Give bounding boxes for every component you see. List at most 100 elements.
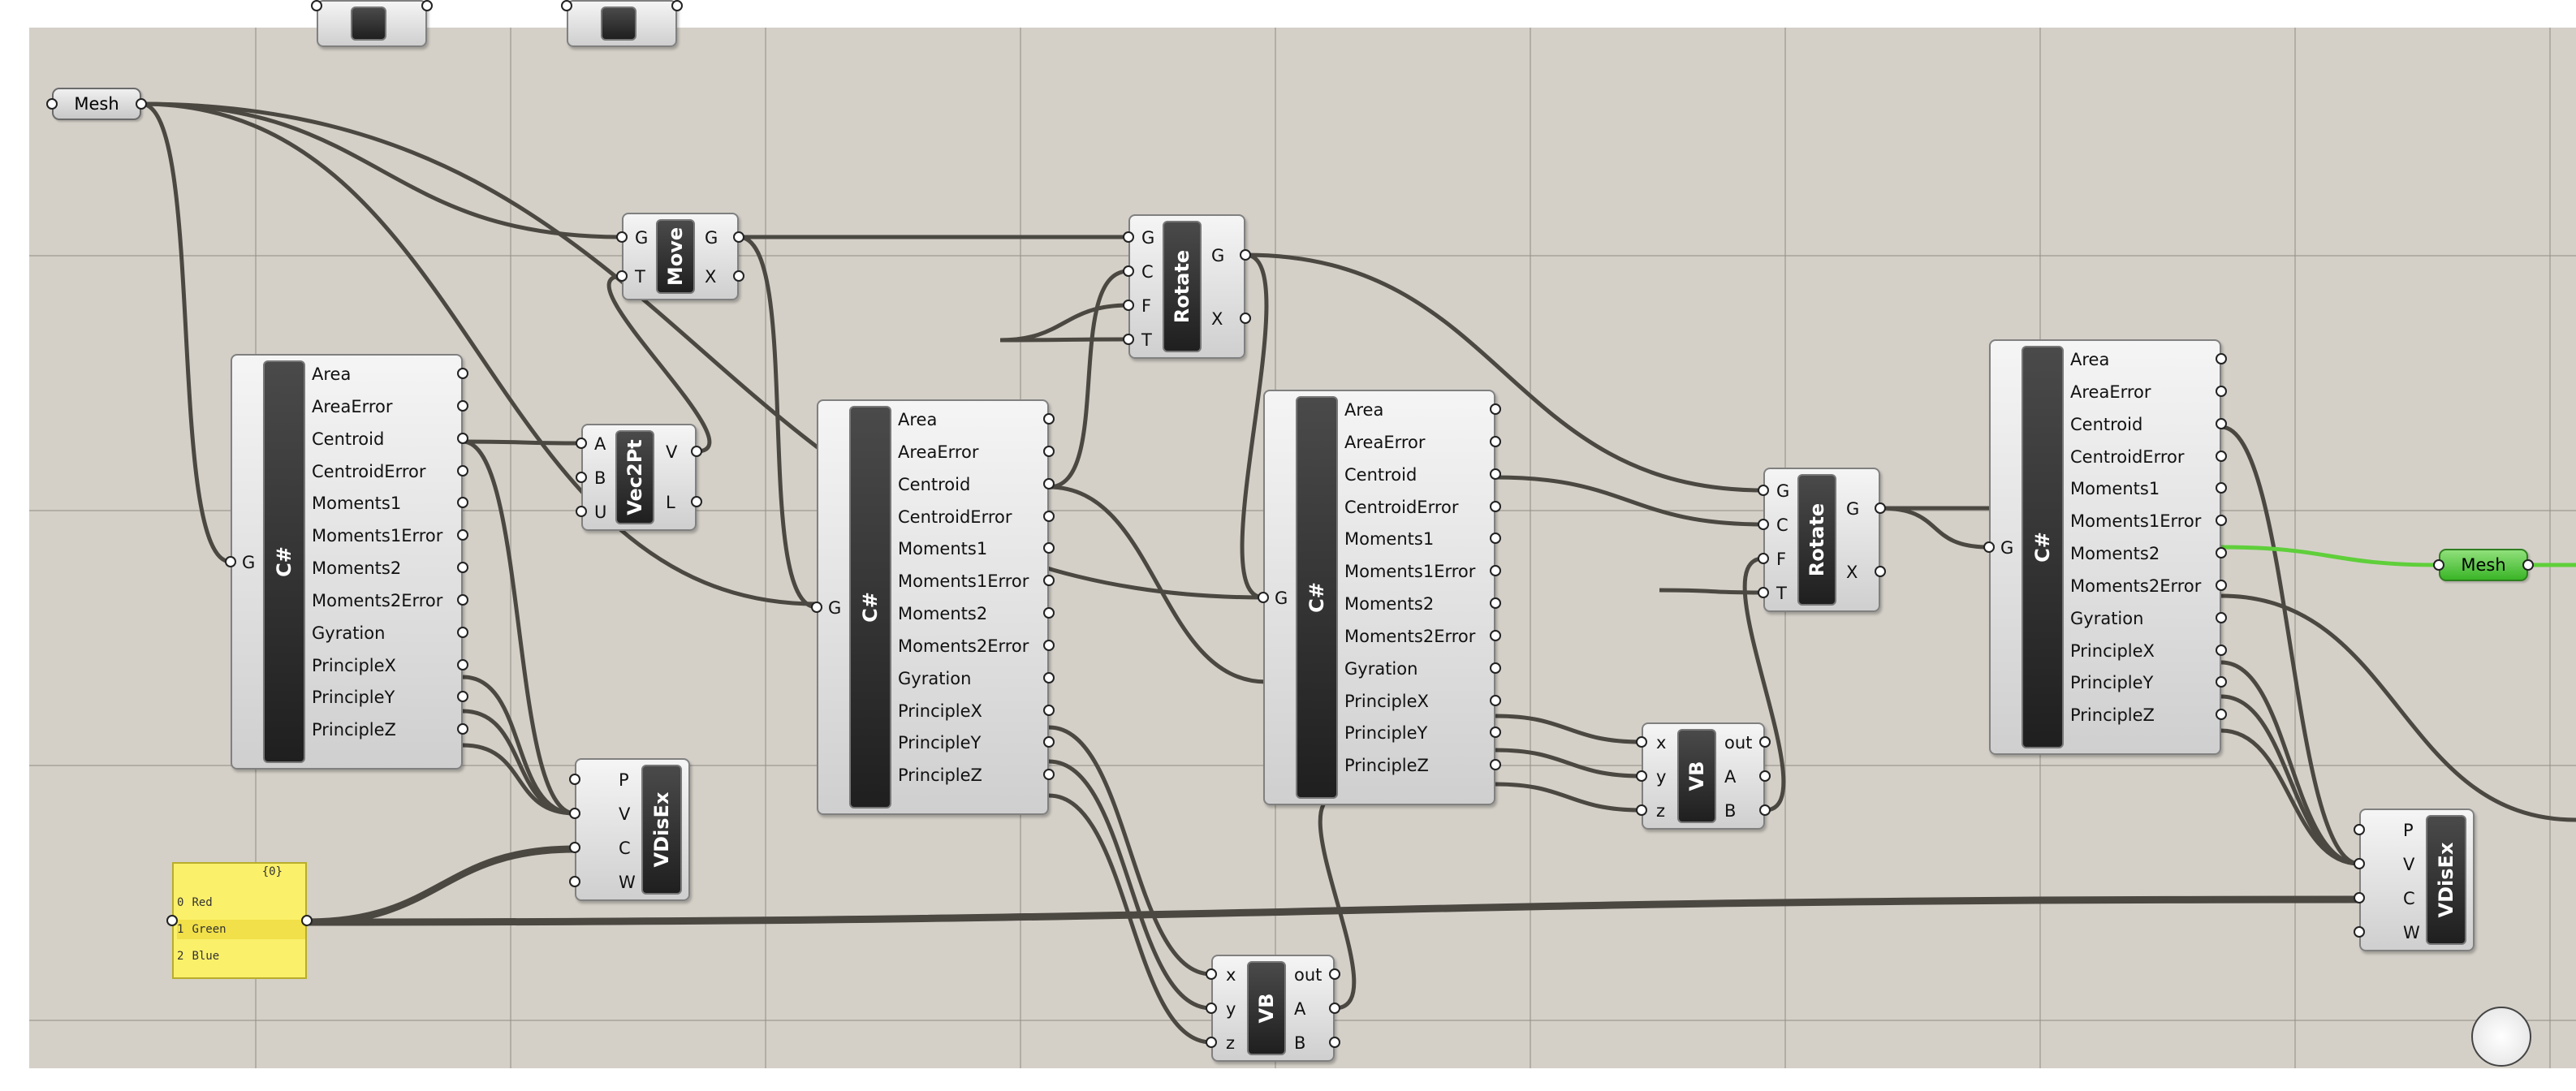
csharp-2-output-grip[interactable]: [1043, 510, 1055, 522]
csharp-3-output-grip[interactable]: [1490, 727, 1501, 739]
csharp-4-output-grip[interactable]: [2216, 611, 2227, 623]
csharp-1-output-grip[interactable]: [457, 399, 468, 412]
vdisex-component-1-input-grip[interactable]: [569, 842, 580, 853]
expression-x-output-grip[interactable]: [421, 0, 433, 11]
csharp-3-output-grip[interactable]: [1490, 468, 1501, 480]
csharp-2-output-grip[interactable]: [1043, 736, 1055, 748]
vec2pt-component-input-grip[interactable]: [576, 438, 587, 449]
csharp-3-output-grip[interactable]: [1490, 403, 1501, 415]
csharp-2-output-grip[interactable]: [1043, 477, 1055, 489]
vec2pt-component-input-grip[interactable]: [576, 506, 587, 517]
csharp-4-output-grip[interactable]: [2216, 417, 2227, 429]
expression-x[interactable]: [317, 0, 427, 47]
vdisex-component-1-input-grip[interactable]: [569, 876, 580, 887]
move-component-output-grip[interactable]: [733, 270, 744, 282]
csharp-2-input-grip[interactable]: [811, 602, 822, 613]
move-component-input-grip[interactable]: [616, 231, 628, 243]
mesh-param-input[interactable]: Mesh: [52, 88, 141, 120]
mesh-param-input-output-grip[interactable]: [136, 98, 147, 110]
vb-component-1-output-grip[interactable]: [1759, 736, 1771, 748]
csharp-4-output-grip[interactable]: [2216, 482, 2227, 494]
panel-output-grip[interactable]: [301, 915, 313, 926]
expression-x-input-grip[interactable]: [311, 0, 322, 11]
expression-y[interactable]: [567, 0, 677, 47]
csharp-4-output-grip[interactable]: [2216, 547, 2227, 558]
rotate-component-1-input-grip[interactable]: [1123, 334, 1134, 345]
rotate-component-2-output-grip[interactable]: [1875, 566, 1886, 577]
csharp-4-output-grip[interactable]: [2216, 385, 2227, 397]
move-component-output-grip[interactable]: [733, 231, 744, 243]
panel-input-grip[interactable]: [166, 915, 178, 926]
vb-component-2-output-grip[interactable]: [1329, 968, 1340, 980]
csharp-3-output-grip[interactable]: [1490, 759, 1501, 771]
csharp-2-output-grip[interactable]: [1043, 671, 1055, 683]
csharp-3-output-grip[interactable]: [1490, 694, 1501, 706]
csharp-4-output-grip[interactable]: [2216, 709, 2227, 721]
vb-component-1-input-grip[interactable]: [1636, 804, 1647, 816]
csharp-1-output-grip[interactable]: [457, 562, 468, 573]
vb-component-2-input-grip[interactable]: [1206, 968, 1217, 980]
vb-component-2-input-grip[interactable]: [1206, 1037, 1217, 1048]
csharp-4-input-grip[interactable]: [1983, 541, 1995, 553]
csharp-3-output-grip[interactable]: [1490, 435, 1501, 447]
rotate-component-2-input-grip[interactable]: [1758, 587, 1769, 598]
vdisex-component-1-input-grip[interactable]: [569, 774, 580, 785]
csharp-3-output-grip[interactable]: [1490, 533, 1501, 545]
vb-component-2-output-grip[interactable]: [1329, 1037, 1340, 1048]
vdisex-component-1-input-grip[interactable]: [569, 808, 580, 819]
csharp-3-output-grip[interactable]: [1490, 597, 1501, 609]
csharp-1-output-grip[interactable]: [457, 464, 468, 477]
csharp-2-output-grip[interactable]: [1043, 607, 1055, 619]
vec2pt-component-input-grip[interactable]: [576, 472, 587, 483]
csharp-2-output-grip[interactable]: [1043, 575, 1055, 587]
mesh-param-output-input-grip[interactable]: [2433, 559, 2444, 571]
vb-component-1-input-grip[interactable]: [1636, 736, 1647, 748]
mesh-param-input-input-grip[interactable]: [46, 98, 58, 110]
rotate-component-1-output-grip[interactable]: [1240, 313, 1251, 324]
csharp-4-output-grip[interactable]: [2216, 579, 2227, 591]
mesh-param-output-output-grip[interactable]: [2522, 559, 2534, 571]
vb-component-1-input-grip[interactable]: [1636, 770, 1647, 782]
vb-component-1-output-grip[interactable]: [1759, 770, 1771, 782]
rotate-component-1-input-grip[interactable]: [1123, 231, 1134, 243]
csharp-1-output-grip[interactable]: [457, 593, 468, 606]
rotate-component-2-output-grip[interactable]: [1875, 502, 1886, 514]
csharp-2-output-grip[interactable]: [1043, 704, 1055, 716]
mesh-param-output[interactable]: Mesh: [2439, 549, 2528, 581]
rotate-component-2-input-grip[interactable]: [1758, 485, 1769, 496]
csharp-1-input-grip[interactable]: [225, 556, 236, 567]
csharp-1-output-grip[interactable]: [457, 626, 468, 638]
move-component-input-grip[interactable]: [616, 270, 628, 282]
csharp-4-output-grip[interactable]: [2216, 450, 2227, 462]
vdisex-component-2-input-grip[interactable]: [2354, 824, 2365, 835]
vec2pt-component-output-grip[interactable]: [691, 446, 702, 457]
rotate-component-1-input-grip[interactable]: [1123, 265, 1134, 277]
expression-y-input-grip[interactable]: [561, 0, 572, 11]
vb-component-2-output-grip[interactable]: [1329, 1003, 1340, 1014]
expression-y-output-grip[interactable]: [671, 0, 683, 11]
vb-component-2-input-grip[interactable]: [1206, 1003, 1217, 1014]
csharp-2-output-grip[interactable]: [1043, 639, 1055, 651]
csharp-3-input-grip[interactable]: [1258, 592, 1269, 603]
canvas-zoom-knob-icon[interactable]: [2471, 1007, 2531, 1067]
csharp-3-output-grip[interactable]: [1490, 629, 1501, 641]
csharp-2-output-grip[interactable]: [1043, 769, 1055, 781]
vdisex-component-2-input-grip[interactable]: [2354, 858, 2365, 869]
vdisex-component-2-input-grip[interactable]: [2354, 892, 2365, 903]
rotate-component-2-input-grip[interactable]: [1758, 553, 1769, 564]
